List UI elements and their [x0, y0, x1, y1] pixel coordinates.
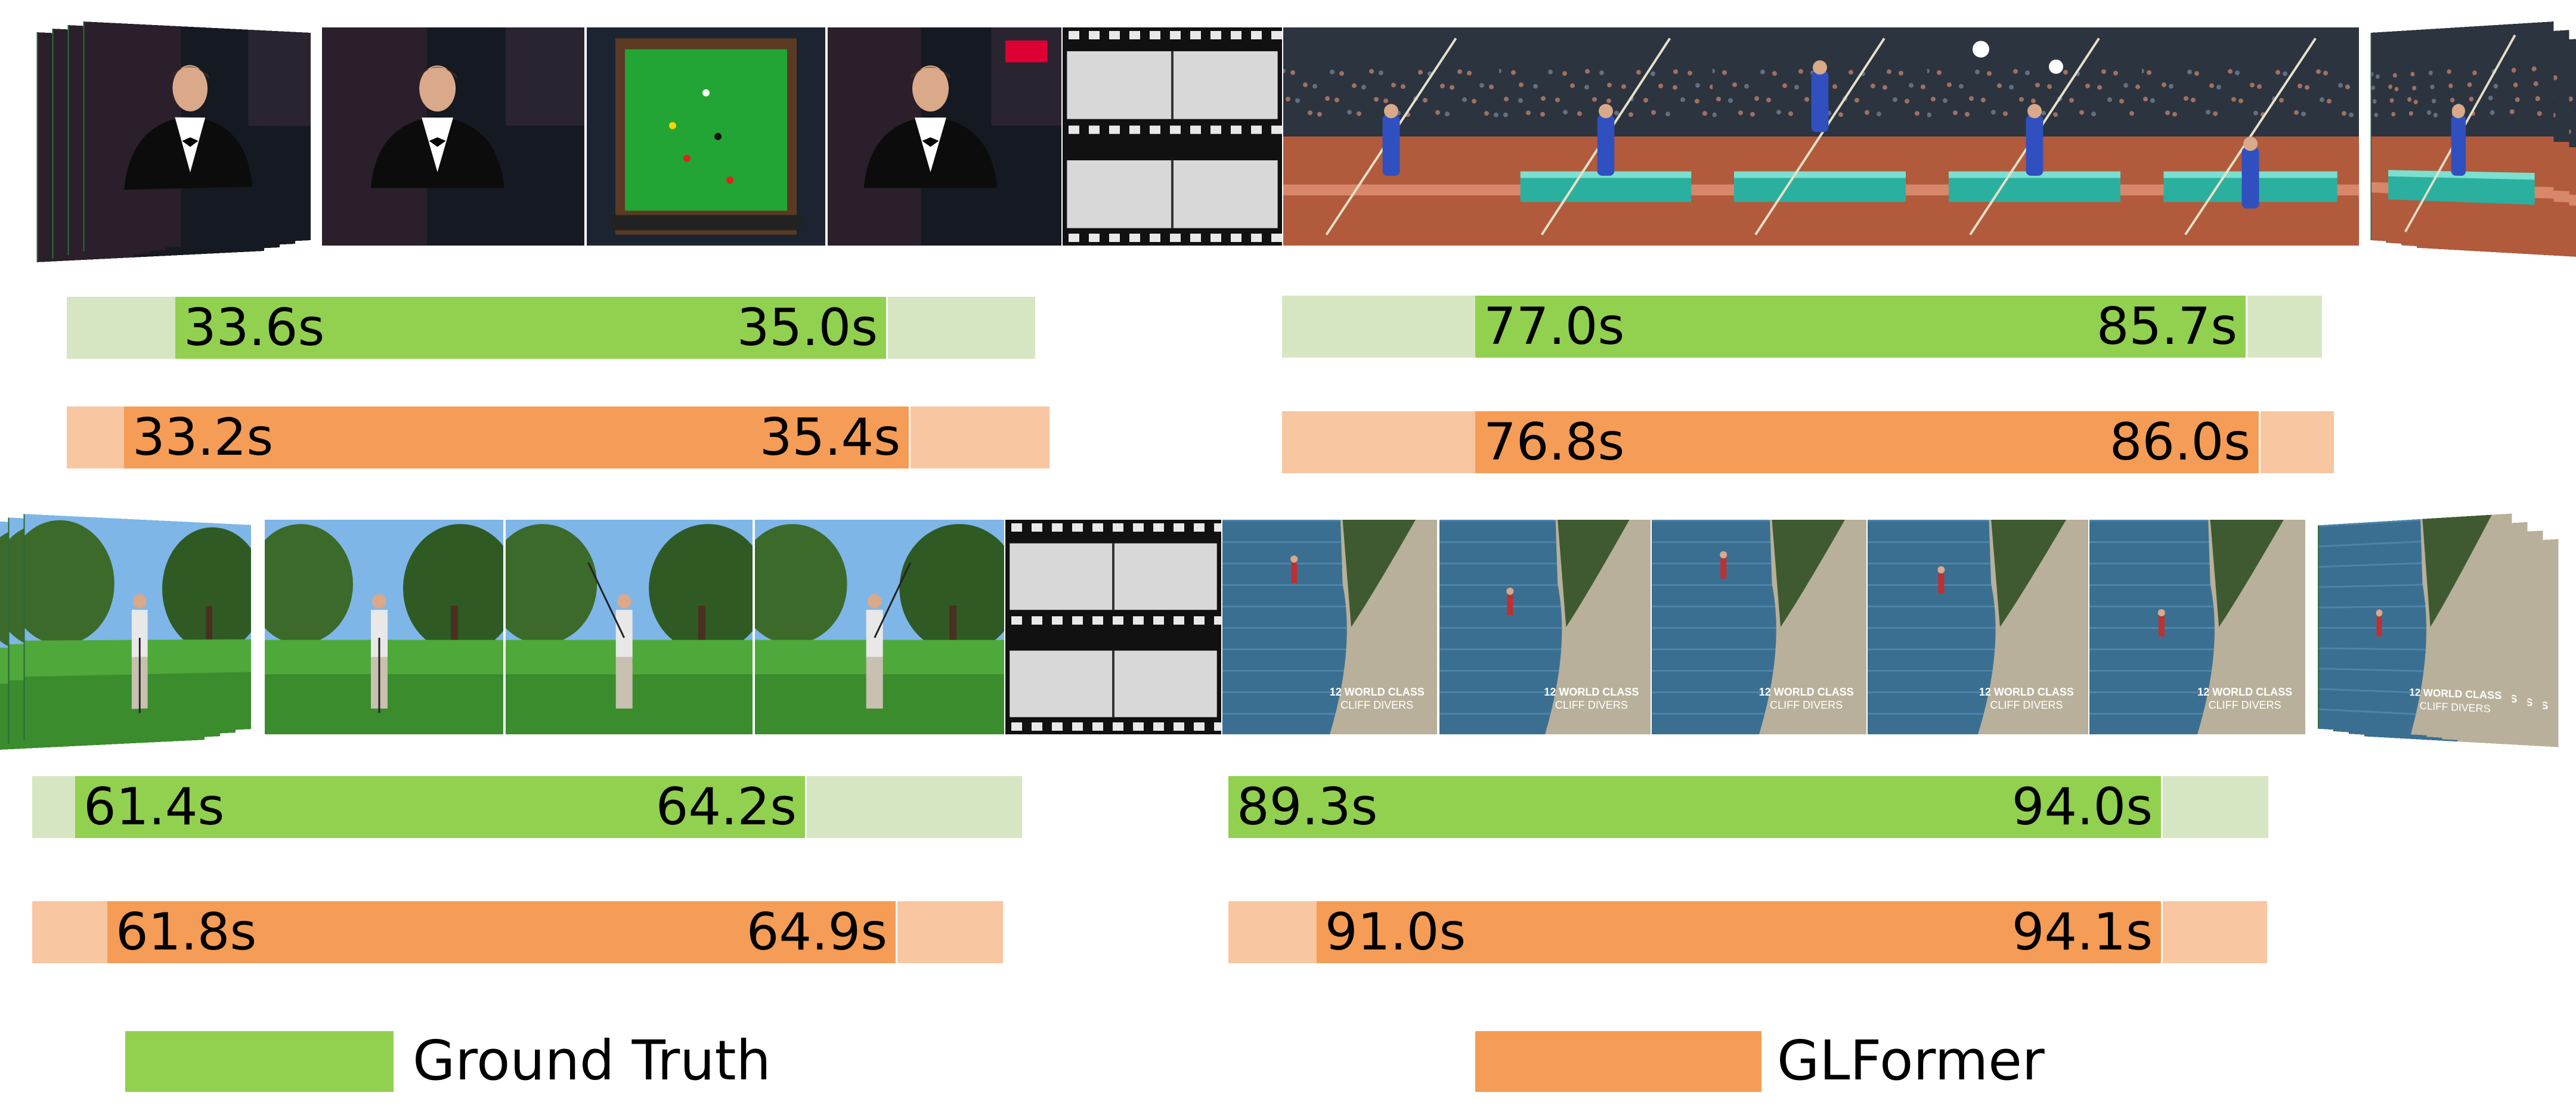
- legend-ground-truth-swatch: [125, 1031, 394, 1092]
- golf-frame: [1005, 520, 1221, 734]
- pole-vaulter-running-icon: [1283, 27, 1499, 246]
- frame-caption-line2: CLIFF DIVERS: [1770, 699, 1843, 711]
- segment-start-label: 89.3s: [1237, 777, 1378, 837]
- frame-caption-line1: 12 WORLD CLASS: [1759, 686, 1854, 698]
- snooker-player-portrait-icon: [322, 27, 584, 246]
- snooker-frame: [322, 27, 584, 246]
- snooker-ground-truth-bar: 33.6s 35.0s: [67, 297, 1035, 359]
- segment-end-label: 94.1s: [2011, 902, 2153, 962]
- frame-caption-line1: 12 WORLD CLASS: [1979, 686, 2074, 698]
- segment-start-label: 91.0s: [1325, 902, 1466, 962]
- snooker-frame: [828, 27, 1061, 246]
- legend-glformer-label: GLFormer: [1777, 1029, 2045, 1093]
- golf-frame: [506, 520, 753, 734]
- segment-start-label: 33.2s: [132, 408, 274, 467]
- bar-segment: [175, 297, 888, 359]
- pole-vault-frame: [2142, 27, 2359, 246]
- pole-vault-takeoff-icon: [1499, 27, 1713, 246]
- segment-end-label: 64.2s: [655, 777, 797, 837]
- bar-segment: [1317, 901, 2163, 963]
- snooker-table-overhead-icon: [587, 27, 825, 246]
- segment-end-label: 94.0s: [2011, 777, 2153, 837]
- pole-vault-ground-truth-bar: 77.0s 85.7s: [1282, 296, 2322, 358]
- bar-segment: [1475, 296, 2247, 358]
- pole-vault-frame-stack-front: [2370, 21, 2554, 252]
- snooker-frame-stack-front: [83, 21, 311, 252]
- bar-segment: [107, 901, 897, 963]
- pole-vault-frame: [1499, 27, 1713, 246]
- segment-start-label: 76.8s: [1484, 412, 1625, 472]
- segment-end-label: 86.0s: [2109, 412, 2250, 472]
- segment-end-label: 35.4s: [759, 408, 900, 467]
- frame-caption-line1: 12 WORLD CLASS: [2197, 686, 2292, 698]
- frame-caption-line2: CLIFF DIVERS: [1555, 699, 1628, 711]
- golfer-follow-through-icon: [755, 520, 1004, 734]
- film-strip-placeholder-icon: [1063, 27, 1282, 246]
- frame-caption-line1: 12 WORLD CLASS: [1544, 686, 1639, 698]
- golf-frame: [755, 520, 1004, 734]
- segment-start-label: 61.8s: [116, 902, 257, 962]
- film-strip-placeholder-icon: [1005, 520, 1221, 734]
- pole-vault-clearing-bar-icon: [1713, 27, 1927, 246]
- golf-frame-stack-front: [23, 514, 251, 740]
- bar-segment: [75, 776, 807, 838]
- golfer-backswing-icon: [506, 520, 753, 734]
- snooker-player-closeup-icon: [828, 27, 1061, 246]
- pole-vault-frame: [1927, 27, 2142, 246]
- bar-segment: [1228, 776, 2163, 838]
- frame-caption-line2: CLIFF DIVERS: [1990, 699, 2063, 711]
- pole-vault-stadium-lights-icon: [1927, 27, 2142, 246]
- cliff-diving-glformer-bar: 91.0s 94.1s: [1228, 901, 2267, 963]
- pole-vault-frame: [1713, 27, 1927, 246]
- snooker-player-portrait-stack-icon: [84, 21, 311, 252]
- pole-vault-frame: [1283, 27, 1499, 246]
- segment-end-label: 35.0s: [736, 298, 878, 358]
- golf-glformer-bar: 61.8s 64.9s: [32, 901, 1003, 963]
- frame-caption-line1: 12 WORLD CLASS: [1330, 686, 1425, 698]
- segment-start-label: 33.6s: [184, 298, 325, 358]
- bar-segment: [1475, 411, 2261, 473]
- snooker-glformer-bar: 33.2s 35.4s: [67, 406, 1049, 468]
- snooker-frame: [1063, 27, 1282, 246]
- segment-end-label: 64.9s: [746, 902, 887, 962]
- frame-caption-line2: CLIFF DIVERS: [1340, 699, 1413, 711]
- golfer-frame-stack-icon: [24, 514, 251, 740]
- snooker-frame: [587, 27, 825, 246]
- pole-vault-glformer-bar: 76.8s 86.0s: [1282, 411, 2334, 473]
- pole-vault-frame-stack-icon: [2371, 21, 2554, 252]
- cliff-diving-ground-truth-bar: 89.3s 94.0s: [1228, 776, 2268, 838]
- segment-end-label: 85.7s: [2096, 297, 2237, 356]
- segment-start-label: 77.0s: [1484, 297, 1625, 356]
- golfer-address-icon: [265, 520, 503, 734]
- pole-vault-landing-icon: [2142, 27, 2359, 246]
- legend-glformer-swatch: [1475, 1031, 1761, 1092]
- golf-ground-truth-bar: 61.4s 64.2s: [32, 776, 1022, 838]
- frame-caption-line2: CLIFF DIVERS: [2209, 699, 2281, 711]
- segment-start-label: 61.4s: [83, 777, 225, 837]
- golf-frame: [265, 520, 503, 734]
- bar-segment: [124, 406, 911, 468]
- legend-ground-truth-label: Ground Truth: [413, 1029, 771, 1093]
